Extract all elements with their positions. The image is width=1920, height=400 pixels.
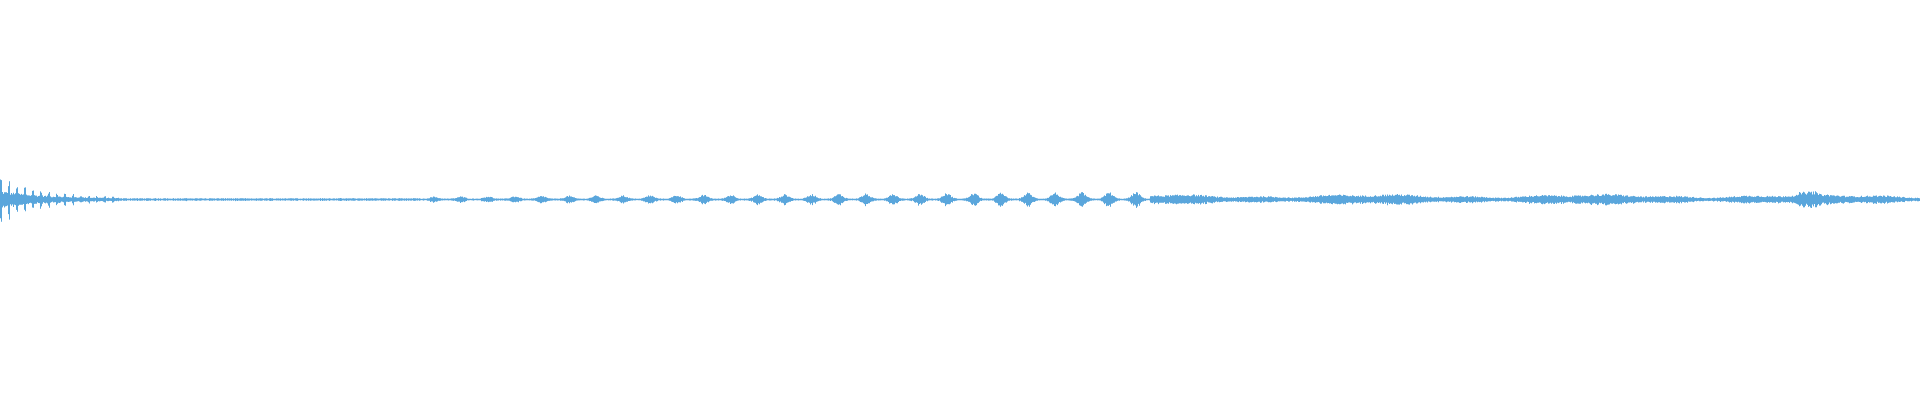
waveform-signal <box>0 179 1920 222</box>
waveform-bars <box>0 179 1920 222</box>
